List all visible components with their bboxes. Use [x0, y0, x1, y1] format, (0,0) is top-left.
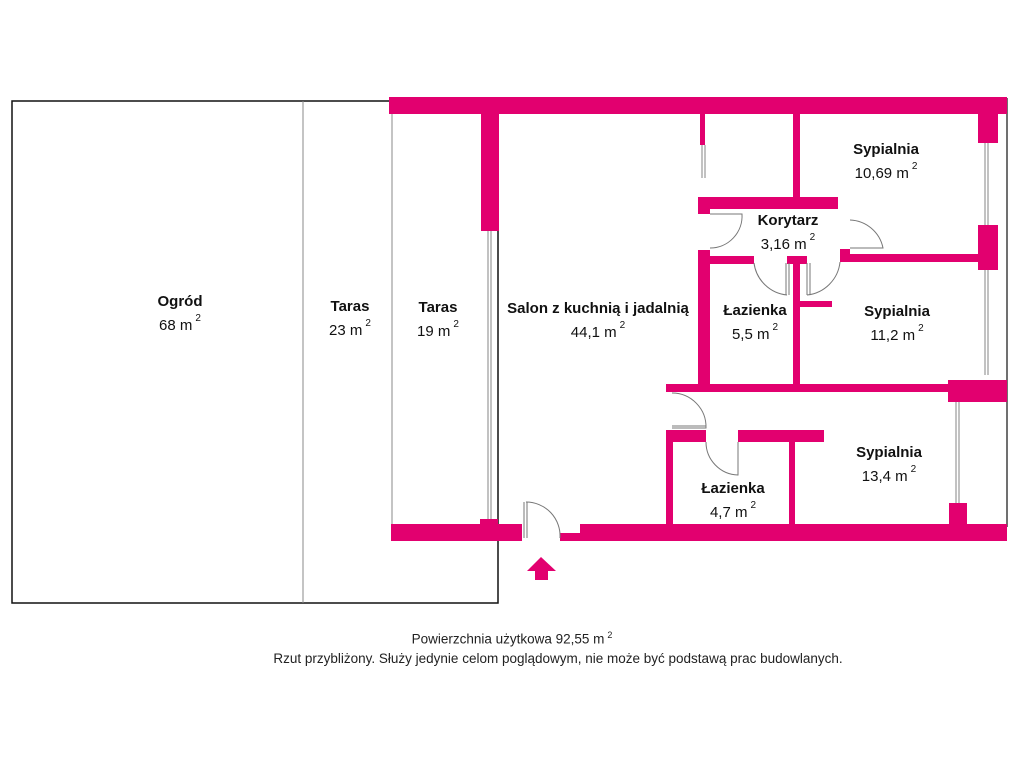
- door-swing: [849, 219, 884, 249]
- wall: [978, 113, 998, 143]
- wall: [978, 225, 998, 270]
- wall: [698, 250, 710, 390]
- door-swing: [705, 441, 739, 476]
- wall: [840, 254, 990, 262]
- wall: [793, 113, 800, 199]
- door-swing: [753, 262, 788, 296]
- wall: [666, 384, 966, 392]
- wall: [666, 430, 673, 526]
- room-name: Łazienka: [723, 302, 787, 319]
- wall: [666, 430, 706, 442]
- wall: [481, 113, 499, 231]
- room-name: Salon z kuchnią i jadalnią: [507, 300, 689, 317]
- wall: [389, 97, 1007, 114]
- wall: [580, 524, 1007, 541]
- windows: [487, 143, 989, 520]
- wall: [738, 430, 824, 442]
- wall: [793, 256, 800, 390]
- door-swing: [709, 213, 743, 249]
- garden-outline: [11, 100, 499, 604]
- room-name: Taras: [418, 299, 458, 316]
- wall: [948, 380, 1007, 402]
- wall: [698, 197, 710, 214]
- usable-area-exponent: 2: [607, 630, 613, 640]
- wall: [800, 301, 832, 307]
- room-name: Korytarz: [757, 212, 819, 229]
- room-name: Sypialnia: [853, 141, 919, 158]
- wall: [700, 113, 705, 145]
- door-swing: [806, 261, 841, 296]
- wall: [560, 533, 584, 541]
- disclaimer: Rzut przybliżony. Służy jedynie celom po…: [273, 651, 843, 666]
- room-name: Sypialnia: [864, 303, 930, 320]
- room-name: Sypialnia: [856, 444, 922, 461]
- room-name: Ogród: [157, 293, 203, 310]
- wall: [391, 524, 522, 541]
- wall: [698, 197, 838, 209]
- doors: [523, 213, 884, 539]
- wall: [789, 440, 795, 526]
- wall: [480, 519, 498, 527]
- arrow-up-icon: [527, 557, 556, 580]
- room-name: Łazienka: [701, 480, 765, 497]
- room-name: Taras: [330, 298, 370, 315]
- outdoor-outlines: [11, 98, 1008, 604]
- wall: [706, 256, 754, 264]
- walls: [389, 97, 1007, 541]
- wall: [949, 503, 967, 527]
- door-swing: [525, 501, 561, 539]
- door-swing: [671, 392, 707, 429]
- usable-area-text: Powierzchnia użytkowa 92,55 m: [411, 631, 605, 647]
